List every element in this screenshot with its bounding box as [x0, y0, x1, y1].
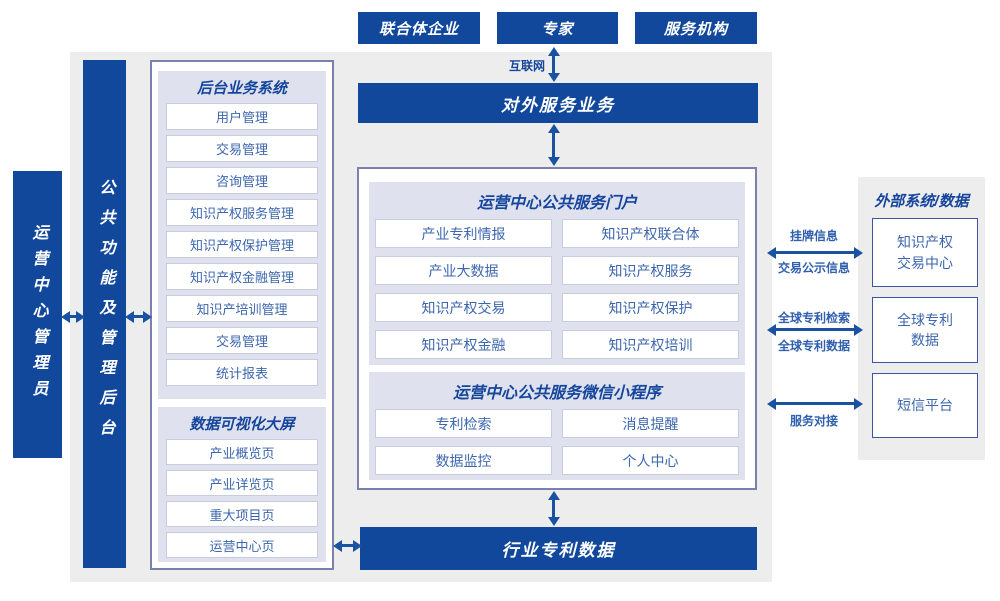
arrow-dashboard-to-patent-data — [333, 539, 362, 552]
ext-box-line: 数据 — [911, 332, 939, 348]
arrow-bar-to-portal — [547, 124, 560, 166]
portal-item: 产业专利情报 — [375, 219, 552, 248]
backstage-item: 知识产培训管理 — [166, 295, 318, 322]
miniapp-grid: 专利检索 消息提醒 数据监控 个人中心 — [369, 409, 745, 483]
arrow-sms-platform — [767, 397, 863, 410]
dashboard-section: 数据可视化大屏 产业概览页 产业详览页 重大项目页 运营中心页 — [158, 407, 326, 562]
miniapp-item: 消息提醒 — [562, 409, 739, 438]
backstage-section: 后台业务系统 用户管理 交易管理 咨询管理 知识产权服务管理 知识产权保护管理 … — [158, 71, 326, 399]
arrow-backend-to-container — [125, 310, 152, 323]
portal-item: 知识产权服务 — [562, 256, 739, 285]
actor-expert: 专家 — [497, 12, 618, 44]
miniapp-item: 个人中心 — [562, 446, 739, 475]
dashboard-item: 重大项目页 — [166, 501, 318, 527]
external-service-bar: 对外服务业务 — [358, 83, 758, 123]
dashboard-item: 产业详览页 — [166, 470, 318, 496]
arrow-ip-trading-center — [767, 246, 863, 259]
external-system-ip-trading-center: 知识产权 交易中心 — [872, 218, 978, 287]
actor-consortium-enterprise: 联合体企业 — [358, 12, 480, 44]
arrow-internet — [547, 47, 560, 82]
portal-item: 知识产权金融 — [375, 330, 552, 359]
portal-item: 知识产权培训 — [562, 330, 739, 359]
link-label-global-patent-data: 全球专利数据 — [777, 339, 850, 353]
backstage-item: 交易管理 — [166, 135, 318, 162]
miniapp-item: 专利检索 — [375, 409, 552, 438]
ext-box-line: 短信平台 — [897, 397, 953, 414]
portal-section: 运营中心公共服务门户 产业专利情报 知识产权联合体 产业大数据 知识产权服务 知… — [369, 182, 745, 365]
arrow-portal-to-patent-data — [547, 491, 560, 526]
portal-title: 运营中心公共服务门户 — [476, 195, 637, 212]
backstage-list: 用户管理 交易管理 咨询管理 知识产权服务管理 知识产权保护管理 知识产权金融管… — [158, 103, 326, 394]
miniapp-section: 运营中心公共服务微信小程序 专利检索 消息提醒 数据监控 个人中心 — [369, 372, 745, 480]
miniapp-item: 数据监控 — [375, 446, 552, 475]
actor-service-agency: 服务机构 — [635, 12, 757, 44]
ext-box-line: 知识产权 — [897, 234, 953, 251]
dashboard-title: 数据可视化大屏 — [189, 416, 295, 433]
miniapp-title: 运营中心公共服务微信小程序 — [452, 385, 661, 402]
operation-admin-bar: 运营中心管理员 — [13, 171, 62, 458]
ext-box-line: 全球专利 — [897, 311, 953, 328]
link-label-trade-publicity-info: 交易公示信息 — [777, 261, 850, 275]
external-system-sms-platform: 短信平台 — [872, 373, 978, 438]
backstage-item: 知识产权金融管理 — [166, 263, 318, 290]
dashboard-item: 产业概览页 — [166, 439, 318, 465]
arrow-global-patent-data — [767, 323, 863, 336]
industry-patent-bar: 行业专利数据 — [360, 527, 757, 570]
external-systems-panel: 外部系统/数据 知识产权 交易中心 全球专利 数据 短信平台 — [858, 177, 985, 460]
backstage-item: 知识产权保护管理 — [166, 231, 318, 258]
backstage-item: 交易管理 — [166, 327, 318, 354]
dashboard-list: 产业概览页 产业详览页 重大项目页 运营中心页 — [158, 439, 326, 566]
arrow-admin-to-backend — [61, 310, 85, 323]
external-systems-title: 外部系统/数据 — [874, 193, 969, 210]
internet-label: 互联网 — [508, 59, 545, 73]
link-label-global-patent-search: 全球专利检索 — [777, 311, 850, 325]
public-function-backend-bar: 公共功能及管理后台 — [83, 60, 126, 568]
backstage-title: 后台业务系统 — [196, 80, 287, 97]
portal-item: 产业大数据 — [375, 256, 552, 285]
portal-grid: 产业专利情报 知识产权联合体 产业大数据 知识产权服务 知识产权交易 知识产权保… — [369, 219, 745, 367]
portal-item: 知识产权保护 — [562, 293, 739, 322]
backstage-item: 咨询管理 — [166, 167, 318, 194]
ext-box-line: 交易中心 — [897, 254, 953, 271]
dashboard-item: 运营中心页 — [166, 532, 318, 558]
backend-management-container: 后台业务系统 用户管理 交易管理 咨询管理 知识产权服务管理 知识产权保护管理 … — [150, 60, 334, 570]
backstage-item: 用户管理 — [166, 103, 318, 130]
portal-item: 知识产权联合体 — [562, 219, 739, 248]
operation-center-container: 运营中心公共服务门户 产业专利情报 知识产权联合体 产业大数据 知识产权服务 知… — [357, 167, 757, 490]
portal-item: 知识产权交易 — [375, 293, 552, 322]
backstage-item: 统计报表 — [166, 359, 318, 386]
backstage-item: 知识产权服务管理 — [166, 199, 318, 226]
link-label-listing-info: 挂牌信息 — [789, 229, 838, 243]
external-system-global-patent-data: 全球专利 数据 — [872, 297, 978, 363]
link-label-service-connection: 服务对接 — [789, 414, 838, 428]
